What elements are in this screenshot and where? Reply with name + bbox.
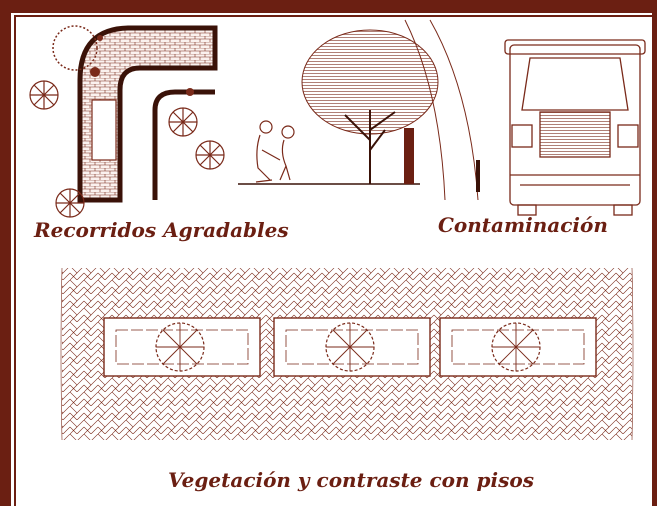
paving-plan — [60, 267, 634, 441]
tree-elevation-icon — [301, 29, 439, 184]
street-section — [238, 19, 480, 201]
caption-recorridos: Recorridos Agradables — [34, 218, 289, 242]
caption-contaminacion: Contaminación — [438, 213, 608, 237]
caption-vegetacion: Vegetación y contraste con pisos — [168, 468, 534, 492]
inner-frame-line — [14, 15, 652, 506]
person-with-child-icon — [255, 120, 295, 183]
bench-icon — [91, 99, 117, 161]
truck-front-icon — [504, 39, 646, 216]
tree-canopy-icon — [52, 25, 98, 71]
paved-path-plan — [29, 25, 225, 218]
planter-2 — [273, 317, 431, 377]
planter-1 — [103, 317, 261, 377]
planter-3 — [439, 317, 597, 377]
